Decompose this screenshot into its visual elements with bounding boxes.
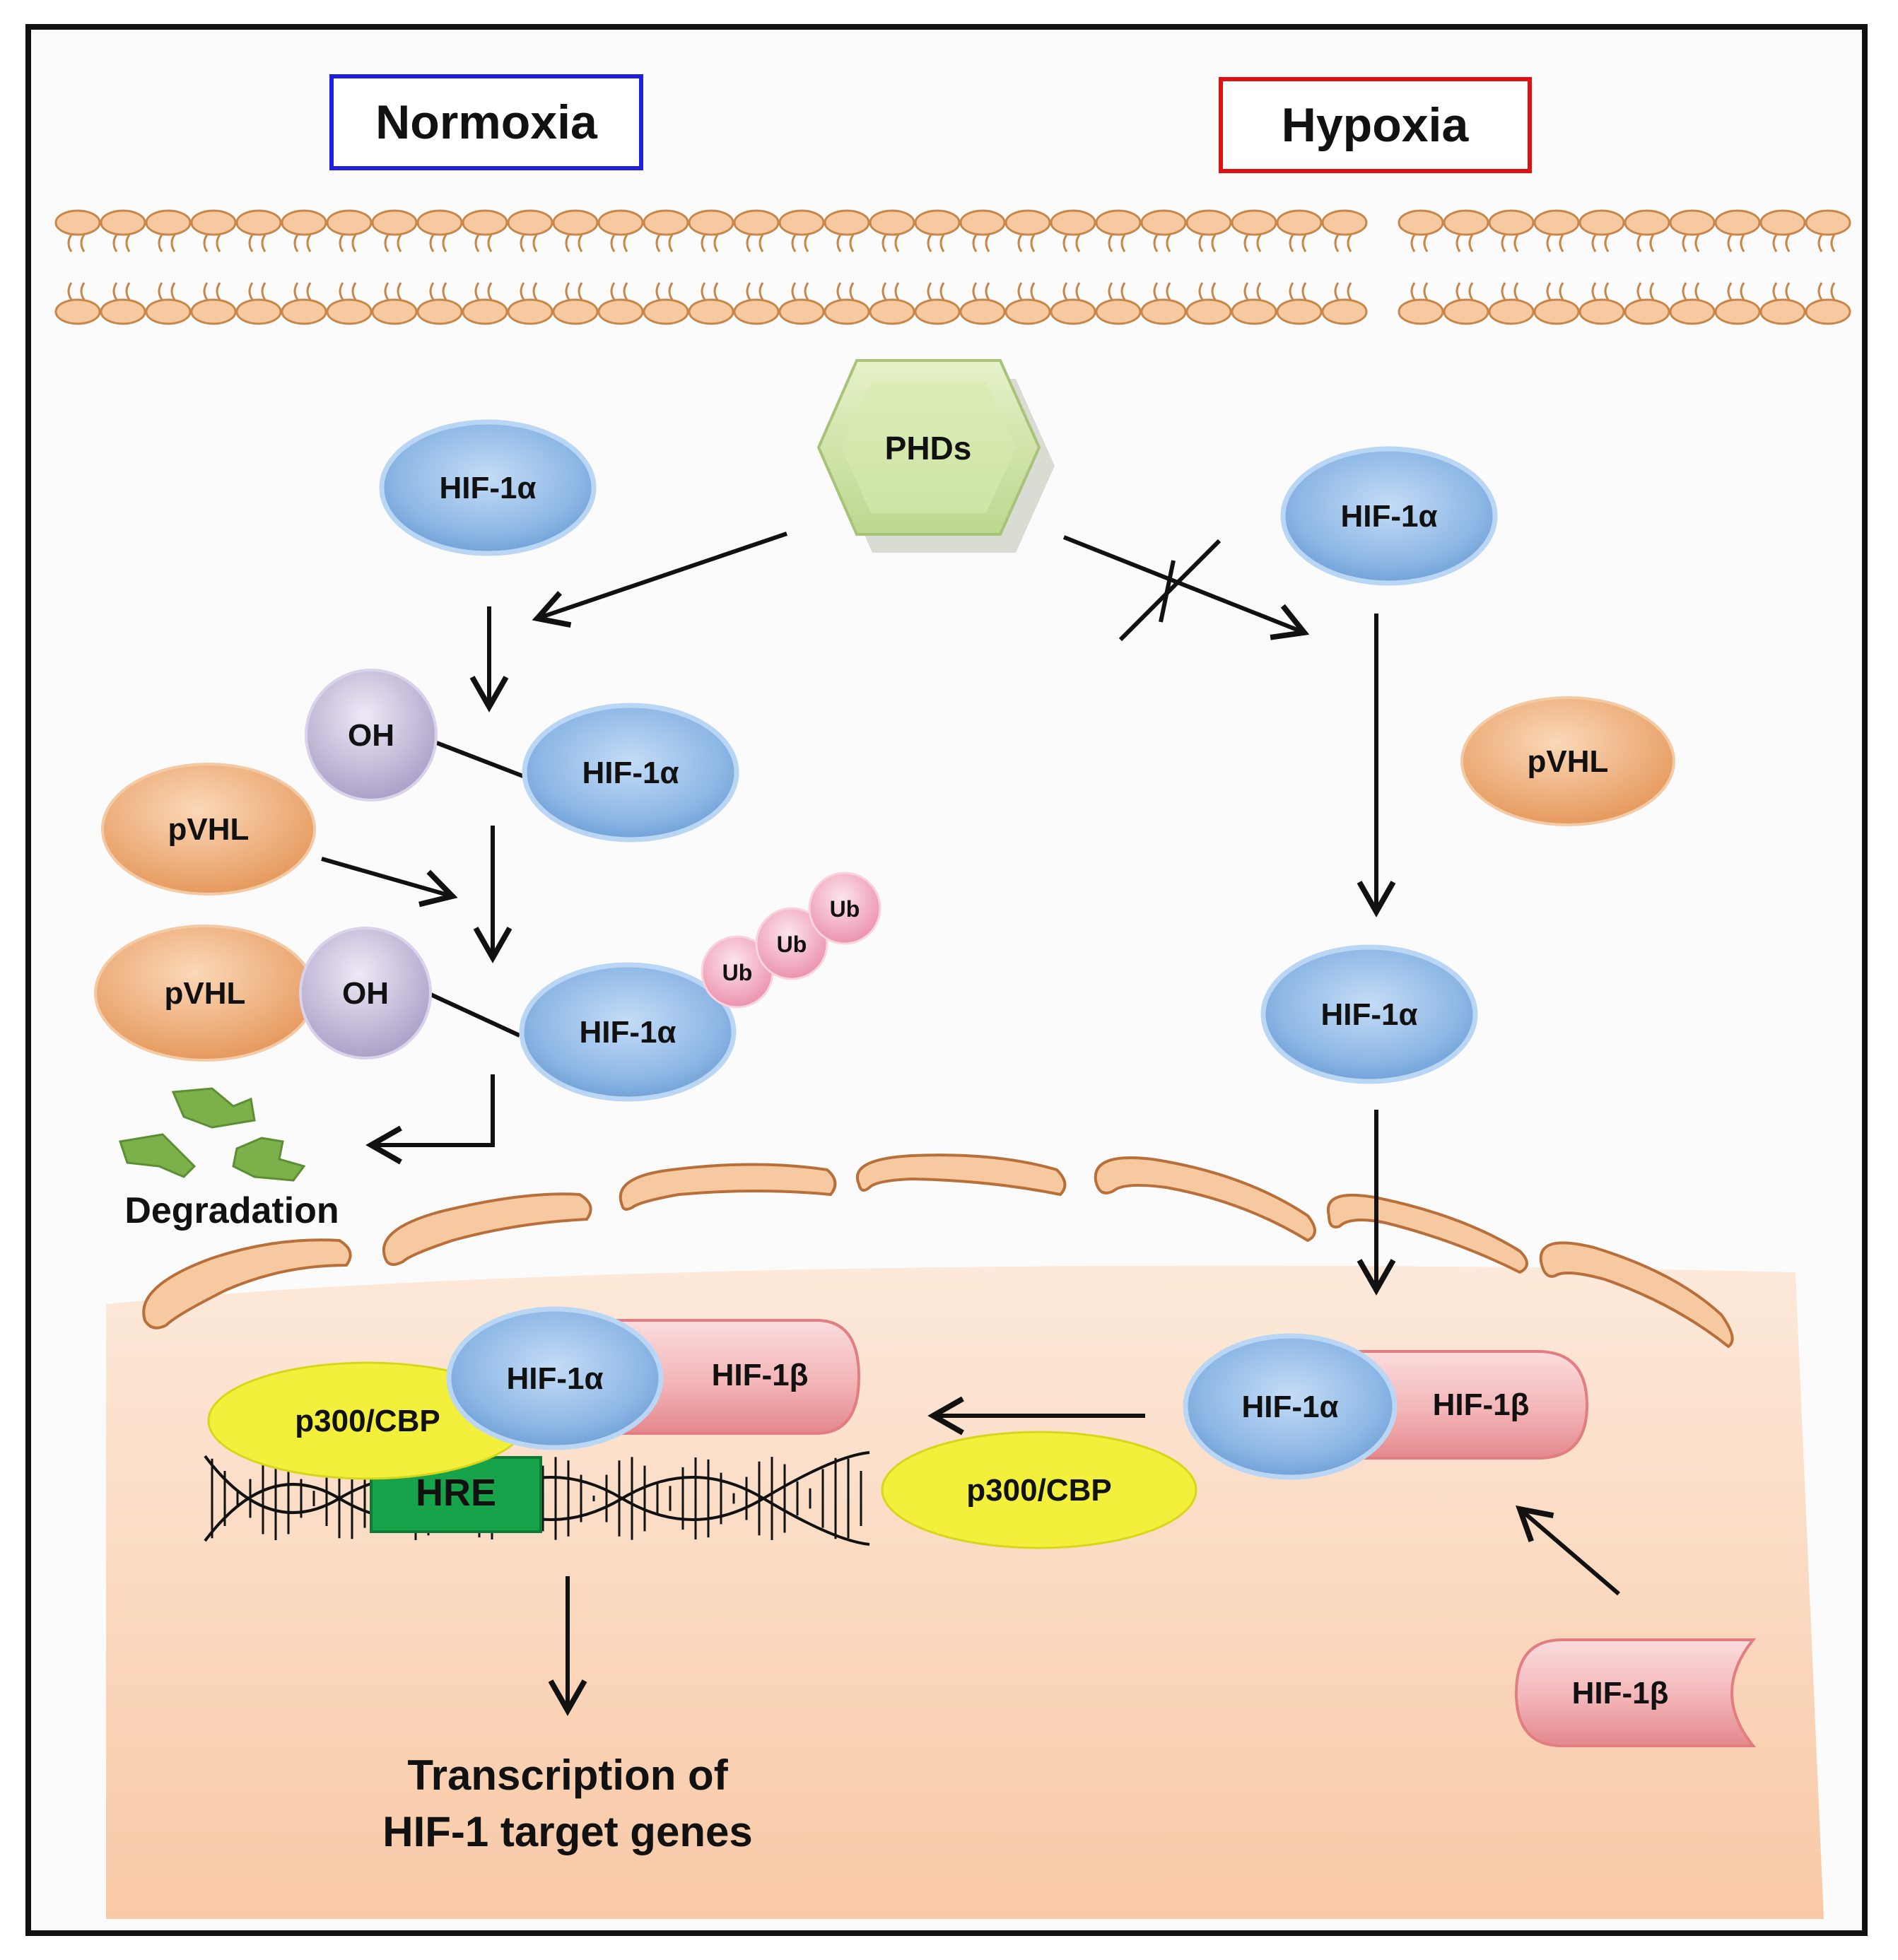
- hif1b-dimer: HIF-1β: [1342, 1350, 1589, 1460]
- svg-text:HIF-1α: HIF-1α: [506, 1361, 603, 1396]
- arrow-pvhl-binding: [321, 857, 458, 908]
- svg-text:pVHL: pVHL: [1528, 744, 1609, 779]
- hypoxia-arrows: [927, 535, 1620, 1596]
- degradation-fragments: [119, 1087, 306, 1182]
- bond-oh-hif1a-1: [430, 739, 528, 780]
- svg-text:HIF-1α: HIF-1α: [439, 471, 536, 505]
- nuclear-envelope: [142, 1154, 1734, 1349]
- nuclear-envelope-segment: [856, 1154, 1067, 1197]
- normoxia-label: Normoxia: [329, 74, 643, 170]
- protein-fragment: [171, 1087, 256, 1129]
- bond-oh-hif1a-2: [426, 991, 521, 1038]
- ubiquitin-chain: Ub Ub Ub: [701, 872, 881, 1009]
- svg-text:Ub: Ub: [830, 896, 860, 922]
- arrow-hif1b-to-dimer: [1516, 1505, 1620, 1596]
- svg-text:HIF-1α: HIF-1α: [1320, 997, 1417, 1032]
- svg-text:HIF-1β: HIF-1β: [1572, 1676, 1669, 1710]
- nuclear-envelope-segment: [382, 1192, 592, 1266]
- p300-cbp-free: p300/CBP: [881, 1431, 1197, 1549]
- protein-fragment: [119, 1133, 197, 1178]
- hif1a-oval-ubiquitinated: HIF-1α: [519, 962, 737, 1102]
- svg-text:HIF-1α: HIF-1α: [1340, 499, 1437, 534]
- svg-text:Ub: Ub: [722, 960, 753, 985]
- phds-hexagon: PHDs: [816, 359, 1055, 553]
- nuclear-envelope-segment: [1539, 1241, 1734, 1349]
- ubiquitin-1: Ub: [701, 935, 774, 1009]
- svg-text:p300/CBP: p300/CBP: [295, 1404, 440, 1438]
- arrow-to-degradation: [365, 1074, 495, 1165]
- arrow-phds-to-hif1a-blocked: [1062, 535, 1310, 640]
- p300-cbp-bound: p300/CBP: [207, 1361, 528, 1480]
- nuclear-envelope-segment: [142, 1238, 352, 1330]
- svg-text:pVHL: pVHL: [168, 812, 250, 847]
- svg-text:Hypoxia: Hypoxia: [1282, 98, 1470, 152]
- pvhl-oval-bound: pVHL: [94, 925, 316, 1062]
- hif1a-oval-normoxia-1: HIF-1α: [379, 419, 597, 556]
- svg-text:Normoxia: Normoxia: [375, 95, 598, 149]
- hif1b-bound: HIF-1β: [614, 1319, 861, 1435]
- svg-text:Ub: Ub: [777, 932, 807, 957]
- ubiquitin-3: Ub: [808, 872, 881, 945]
- svg-text:p300/CBP: p300/CBP: [966, 1473, 1111, 1508]
- hif1a-oval-dimer: HIF-1α: [1183, 1333, 1398, 1480]
- block-mark: [1159, 560, 1176, 623]
- svg-text:PHDs: PHDs: [885, 430, 972, 466]
- arrow-phds-to-hif1a: [532, 532, 787, 628]
- hif1b-free: HIF-1β: [1514, 1638, 1757, 1747]
- nuclear-envelope-segment: [619, 1163, 837, 1211]
- svg-text:pVHL: pVHL: [165, 976, 246, 1011]
- svg-text:HIF-1α: HIF-1α: [579, 1015, 676, 1050]
- hif1a-oval-hypoxia-2: HIF-1α: [1260, 944, 1478, 1084]
- oh-group-2: OH: [299, 927, 432, 1060]
- svg-text:HIF-1α: HIF-1α: [1241, 1390, 1338, 1424]
- ubiquitin-2: Ub: [755, 907, 828, 980]
- hif1a-oval-bound: HIF-1α: [446, 1306, 664, 1450]
- hif1a-oval-hypoxia-1: HIF-1α: [1280, 446, 1498, 586]
- svg-text:HRE: HRE: [416, 1472, 496, 1514]
- svg-text:HIF-1β: HIF-1β: [1433, 1387, 1530, 1422]
- svg-text:OH: OH: [342, 976, 389, 1011]
- oh-group-1: OH: [305, 669, 438, 802]
- hypoxia-label: Hypoxia: [1219, 77, 1532, 173]
- normoxia-arrows: [321, 532, 787, 1716]
- transcription-label-line2: HIF-1 target genes: [382, 1808, 752, 1855]
- degradation-label: Degradation: [124, 1190, 339, 1231]
- transcription-label-line1: Transcription of: [407, 1751, 728, 1799]
- protein-fragment: [232, 1137, 306, 1182]
- block-mark: [1118, 539, 1222, 642]
- svg-text:HIF-1β: HIF-1β: [712, 1358, 809, 1392]
- hif1a-oval-hydroxylated: HIF-1α: [522, 703, 739, 843]
- svg-text:HIF-1α: HIF-1α: [582, 756, 679, 790]
- nuclear-envelope-segment: [1094, 1156, 1316, 1243]
- pvhl-oval-hypoxia: pVHL: [1460, 696, 1675, 826]
- svg-text:OH: OH: [348, 718, 394, 753]
- pvhl-oval-left: pVHL: [101, 763, 316, 896]
